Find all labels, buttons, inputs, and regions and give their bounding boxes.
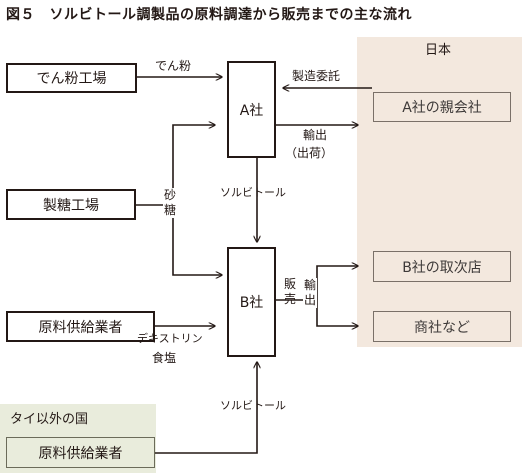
node-agent-b: B社の取次店: [373, 251, 511, 282]
label-export-b: 輸出: [303, 278, 317, 308]
label-sales: 販売: [283, 277, 296, 306]
edge-sugar-to-a: [172, 125, 215, 205]
label-sugar: 砂糖: [163, 188, 177, 218]
node-trading-company: 商社など: [373, 311, 511, 342]
node-sugar-plant: 製糖工場: [6, 189, 136, 220]
edge-sorbitol-foreign: [155, 362, 257, 454]
node-starch-plant: でん粉工場: [6, 63, 137, 93]
node-company-a: A社: [227, 61, 276, 158]
japan-region: [357, 37, 522, 347]
diagram-title: 図５ ソルビトール調製品の原料調達から販売までの主な流れ: [6, 7, 412, 23]
node-parent-company-a: A社の親会社: [373, 92, 511, 122]
edge-b-to-trading: [316, 300, 358, 326]
edge-sugar-to-b: [172, 205, 222, 275]
label-starch: でん粉: [155, 59, 192, 73]
node-raw-supplier-foreign: 原料供給業者: [6, 437, 155, 468]
other-country-region-label: タイ以外の国: [10, 412, 89, 427]
node-raw-supplier: 原料供給業者: [6, 311, 155, 342]
edge-b-to-agent: [316, 266, 358, 300]
label-dextrin: デキストリン: [137, 332, 203, 345]
label-sorbitol-ab: ソルビトール: [220, 186, 286, 199]
label-sorbitol-foreign: ソルビトール: [220, 399, 286, 412]
label-consignment: 製造委託: [292, 69, 341, 83]
label-export: 輸出: [303, 128, 328, 142]
japan-region-label: 日本: [425, 43, 452, 58]
label-shipment: （出荷）: [285, 146, 334, 160]
label-salt: 食塩: [152, 351, 177, 365]
node-company-b: B社: [227, 247, 276, 357]
